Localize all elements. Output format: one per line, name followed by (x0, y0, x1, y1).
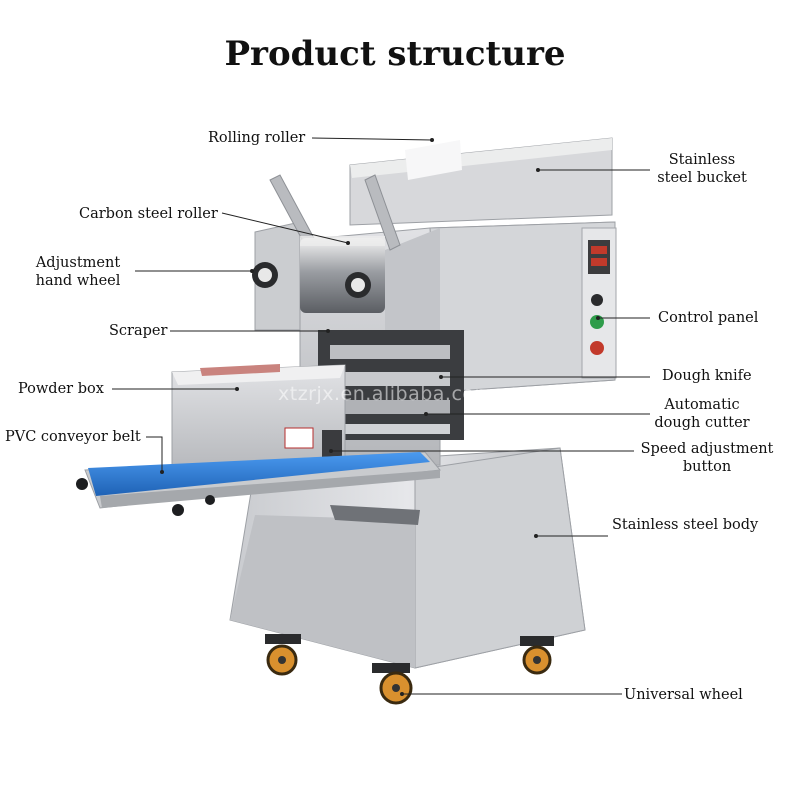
leader-dots (160, 138, 600, 696)
wheel-front-center (372, 663, 413, 705)
label-carbon-steel-roller: Carbon steel roller (79, 206, 218, 222)
label-stainless-bucket-line2: steel bucket (657, 170, 747, 186)
label-speed-line2: button (682, 459, 732, 475)
label-scraper: Scraper (109, 323, 168, 339)
label-universal-wheel: Universal wheel (624, 687, 743, 703)
leader-rolling-roller (311, 137, 433, 141)
label-speed-line1: Speed adjustment (640, 441, 774, 457)
universal-wheels (265, 634, 554, 705)
label-stainless-steel-bucket: Stainless steel bucket (652, 151, 752, 187)
label-stainless-steel-body: Stainless steel body (612, 517, 759, 533)
label-automatic-dough-cutter: Automatic dough cutter (650, 396, 754, 432)
label-pvc-conveyor-belt: PVC conveyor belt (5, 429, 141, 445)
label-dough-knife: Dough knife (662, 368, 752, 384)
label-adjustment-hand-wheel: Adjustment hand wheel (26, 254, 130, 290)
leader-pvc-belt (146, 436, 163, 472)
label-speed-adjustment-button: Speed adjustment button (634, 440, 780, 476)
powder-box (171, 364, 346, 479)
watermark-text: xtzrjx.en.alibaba.com (278, 383, 494, 405)
wheel-front-left (265, 634, 301, 676)
label-adjustment-line2: hand wheel (35, 273, 121, 289)
label-rolling-roller: Rolling roller (208, 130, 306, 146)
stainless-steel-bucket (349, 137, 613, 226)
label-automatic-line1: Automatic (664, 397, 740, 413)
control-panel (581, 227, 617, 379)
page-title: Product structure (224, 34, 566, 74)
leader-lines (112, 137, 650, 695)
label-automatic-line2: dough cutter (654, 415, 750, 431)
label-adjustment-line1: Adjustment (35, 255, 121, 271)
pvc-conveyor-belt (76, 451, 441, 516)
label-powder-box: Powder box (18, 381, 104, 397)
label-stainless-bucket-line1: Stainless (668, 152, 736, 168)
leader-carbon-roller (221, 212, 349, 244)
label-control-panel: Control panel (658, 310, 759, 326)
roller-assembly (252, 174, 401, 313)
stainless-steel-body (229, 447, 586, 669)
wheel-rear-right (520, 636, 554, 675)
